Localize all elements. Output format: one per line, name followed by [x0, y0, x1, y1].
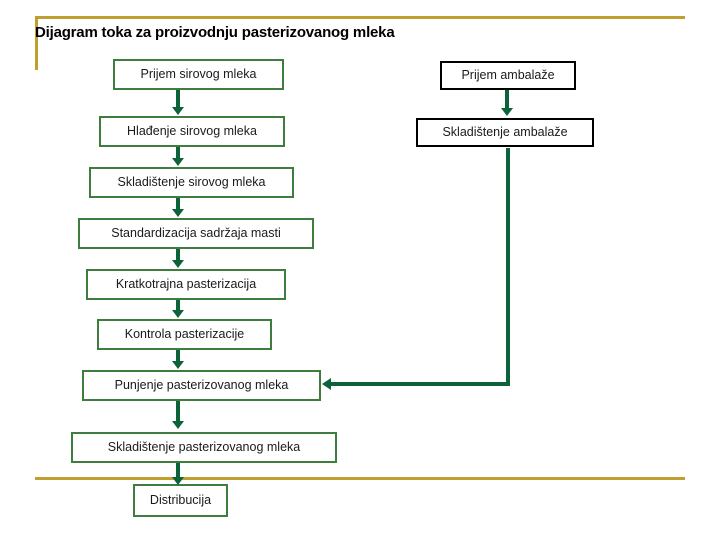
arrowhead-skladistenje-pasterizovanog-to-distribucija [172, 477, 184, 485]
page-title: Dijagram toka za proizvodnju pasterizova… [35, 24, 395, 41]
flow-node-standardizacija-sadrzaja-masti[interactable]: Standardizacija sadržaja masti [78, 218, 314, 249]
connector-punjenje-to-skladistenje-pasterizovanog [176, 401, 180, 423]
flow-node-distribucija[interactable]: Distribucija [133, 484, 228, 517]
arrowhead-skladistenje-to-standardizacija [172, 209, 184, 217]
arrowhead-kratkotrajna-to-kontrola [172, 310, 184, 318]
connector-standardizacija-to-kratkotrajna [176, 249, 180, 262]
gold-rule-bottom [35, 477, 685, 480]
arrowhead-ambalaza-to-punjenje [322, 378, 331, 390]
arrowhead-standardizacija-to-kratkotrajna [172, 260, 184, 268]
flow-node-hladjenje-sirovog-mleka[interactable]: Hlađenje sirovog mleka [99, 116, 285, 147]
flow-node-skladistenje-pasterizovanog-mleka[interactable]: Skladištenje pasterizovanog mleka [71, 432, 337, 463]
connector-kontrola-to-punjenje [176, 350, 180, 363]
flow-node-kratkotrajna-pasterizacija[interactable]: Kratkotrajna pasterizacija [86, 269, 286, 300]
flow-node-skladistenje-ambalaze[interactable]: Skladištenje ambalaže [416, 118, 594, 147]
connector-ambalaza-vertical-run [506, 148, 510, 386]
flow-node-prijem-sirovog-mleka[interactable]: Prijem sirovog mleka [113, 59, 284, 90]
connector-hladjenje-to-skladistenje [176, 147, 180, 160]
connector-skladistenje-pasterizovanog-to-distribucija [176, 463, 180, 479]
arrowhead-prijem-ambalaze-to-skladistenje-ambalaze [501, 108, 513, 116]
connector-skladistenje-to-standardizacija [176, 198, 180, 211]
flow-node-prijem-ambalaze[interactable]: Prijem ambalaže [440, 61, 576, 90]
connector-prijem-ambalaze-to-skladistenje-ambalaze [505, 90, 509, 110]
arrowhead-hladjenje-to-skladistenje [172, 158, 184, 166]
arrowhead-prijem-to-hladjenje [172, 107, 184, 115]
connector-kratkotrajna-to-kontrola [176, 300, 180, 312]
arrowhead-kontrola-to-punjenje [172, 361, 184, 369]
flow-node-skladistenje-sirovog-mleka[interactable]: Skladištenje sirovog mleka [89, 167, 294, 198]
arrowhead-punjenje-to-skladistenje-pasterizovanog [172, 421, 184, 429]
gold-rule-top [35, 16, 685, 19]
flow-node-kontrola-pasterizacije[interactable]: Kontrola pasterizacije [97, 319, 272, 350]
connector-prijem-to-hladjenje [176, 90, 180, 109]
gold-rule-left [35, 16, 38, 70]
flow-node-punjenje-pasterizovanog-mleka[interactable]: Punjenje pasterizovanog mleka [82, 370, 321, 401]
connector-ambalaza-horizontal-run [331, 382, 510, 386]
